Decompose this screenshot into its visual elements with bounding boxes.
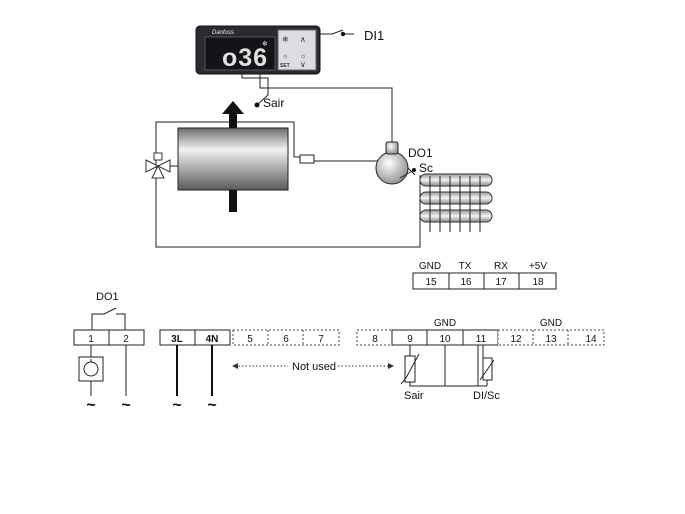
do1-top-label: DO1 xyxy=(408,146,433,160)
expansion-valve xyxy=(145,152,178,179)
key-snowflake-icon[interactable]: ❄ xyxy=(282,35,289,44)
controller-display xyxy=(204,36,276,71)
terminal-9: 9 xyxy=(407,334,413,345)
terminal-2: 2 xyxy=(123,334,129,345)
not-used-label: Not used xyxy=(292,361,336,373)
do1-bottom-label: DO1 xyxy=(96,291,119,303)
not-used-indicator: Not used xyxy=(232,361,394,373)
terminal-wiring: ~ ~ ~ ~ Not used Sair DI/Sc xyxy=(78,345,500,414)
terminal-5: 5 xyxy=(247,334,253,345)
filter-drier xyxy=(299,154,315,164)
refrigeration-circuit: DO1 Sc xyxy=(145,101,493,248)
airflow-arrow-icon xyxy=(222,101,244,212)
main-terminal-block: DO1 1 2 3L 4N 5 6 7 8 9 10 11 1 xyxy=(73,291,605,346)
key-defrost-icon[interactable]: ☼ xyxy=(282,53,288,60)
terminal-18: 18 xyxy=(532,277,544,288)
display-readout: o36 xyxy=(222,44,268,72)
terminal-13: 13 xyxy=(545,334,557,345)
terminal-16: 16 xyxy=(460,277,472,288)
controller-keypad xyxy=(277,29,317,71)
terminal-12: 12 xyxy=(510,334,522,345)
gnd-label-a: GND xyxy=(434,318,456,329)
defrost-indicator-icon: ❄ xyxy=(262,40,268,48)
sair-bottom-label: Sair xyxy=(404,390,424,402)
key-set-label[interactable]: SET xyxy=(280,63,290,69)
key-down-icon[interactable]: ∨ xyxy=(300,60,306,69)
gnd-label-b: GND xyxy=(540,318,562,329)
terminal-11: 11 xyxy=(476,334,487,345)
serial-header-rx: RX xyxy=(494,261,508,272)
brand-logo: Danfoss xyxy=(212,30,234,36)
terminal-15: 15 xyxy=(425,277,437,288)
terminal-3l: 3L xyxy=(171,334,183,345)
di1-label: DI1 xyxy=(364,28,384,43)
compressor: DO1 Sc xyxy=(375,141,433,185)
serial-terminal-block: GND TX RX +5V 15 16 17 18 xyxy=(412,261,557,290)
serial-header-5v: +5V xyxy=(529,261,547,272)
terminal-4n: 4N xyxy=(206,334,219,345)
terminal-8: 8 xyxy=(372,334,378,345)
air-sensor: Sair xyxy=(241,73,284,110)
key-up-icon[interactable]: ∧ xyxy=(300,35,306,44)
di1-switch: DI1 xyxy=(318,28,384,43)
supply-symbol-2: ~ xyxy=(121,397,130,414)
di-sc-label: DI/Sc xyxy=(473,390,500,402)
terminal-14: 14 xyxy=(585,334,597,345)
terminal-17: 17 xyxy=(495,277,507,288)
supply-symbol-3l: ~ xyxy=(172,397,181,414)
terminal-1: 1 xyxy=(88,334,94,345)
serial-header-gnd: GND xyxy=(419,261,441,272)
supply-symbol-4n: ~ xyxy=(207,397,216,414)
serial-header-tx: TX xyxy=(459,261,472,272)
terminal-10: 10 xyxy=(439,334,451,345)
controller-unit: Danfoss o36 ❄ ❄ ∧ ☼ ☼ SET ∨ xyxy=(195,25,321,75)
terminal-6: 6 xyxy=(283,334,289,345)
key-light-icon[interactable]: ☼ xyxy=(300,53,306,60)
sc-top-label: Sc xyxy=(419,161,433,175)
condenser-coil xyxy=(419,173,493,232)
supply-symbol-1: ~ xyxy=(86,397,95,414)
evaporator xyxy=(177,127,289,191)
controller-compressor-wire xyxy=(259,73,393,142)
sair-top-label: Sair xyxy=(263,96,284,110)
terminal-7: 7 xyxy=(318,334,324,345)
